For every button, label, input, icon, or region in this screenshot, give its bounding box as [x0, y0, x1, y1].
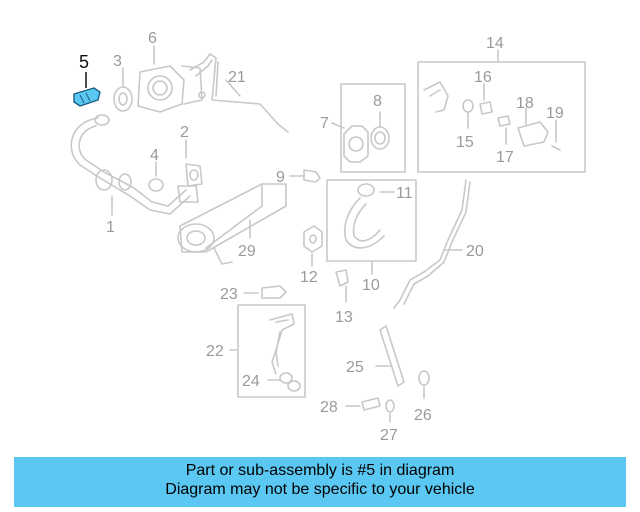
callout-11: 11 [396, 185, 413, 202]
callout-22: 22 [206, 343, 224, 360]
part-7-housing [331, 122, 369, 163]
callout-1: 1 [106, 219, 115, 236]
part-24-washers [267, 372, 301, 392]
callout-7: 7 [320, 115, 329, 132]
part-21-tube [189, 53, 289, 133]
callout-2: 2 [180, 124, 189, 141]
callout-5: 5 [79, 52, 89, 72]
callout-29: 29 [238, 243, 256, 260]
part-27-washer [385, 399, 395, 423]
callout-19: 19 [546, 105, 564, 122]
callout-10: 10 [362, 277, 380, 294]
part-20-tube [393, 179, 471, 309]
part-6-egr-valve [137, 45, 203, 113]
part-29-egr-cooler [177, 183, 287, 265]
caption-bar: Part or sub-assembly is #5 in diagram Di… [14, 457, 626, 507]
callout-28: 28 [320, 399, 338, 416]
box-group-10 [326, 179, 417, 262]
callout-24: 24 [242, 373, 260, 390]
callout-6: 6 [148, 30, 157, 47]
callout-25: 25 [346, 359, 364, 376]
box-group-14 [417, 61, 586, 173]
part-23-gasket [243, 285, 287, 299]
callout-23: 23 [220, 286, 238, 303]
callout-8: 8 [373, 93, 382, 110]
callout-12: 12 [300, 269, 318, 286]
part-25-bracket [375, 325, 405, 387]
callout-14: 14 [486, 35, 504, 52]
callout-3: 3 [113, 53, 122, 70]
part-12-gasket [303, 225, 323, 267]
part-28-bolt [345, 397, 381, 411]
callout-13: 13 [335, 309, 353, 326]
callout-26: 26 [414, 407, 432, 424]
part-5-bolt-highlighted[interactable] [73, 72, 101, 107]
caption-line-2: Diagram may not be specific to your vehi… [165, 481, 475, 498]
callout-15: 15 [456, 134, 474, 151]
parts-diagram: 1 2 3 4 5 6 7 8 9 10 11 12 13 14 15 16 1… [70, 30, 586, 444]
part-10-hose [344, 197, 385, 275]
part-1-egr-pipe [70, 114, 199, 216]
callout-21: 21 [228, 69, 246, 86]
callout-16: 16 [474, 69, 492, 86]
callout-17: 17 [496, 149, 514, 166]
callout-18: 18 [516, 95, 534, 112]
part-3-gasket [113, 67, 133, 112]
callout-27: 27 [380, 427, 398, 444]
callout-4: 4 [150, 147, 159, 164]
part-9-bolt [289, 169, 321, 183]
part-11-cap [357, 183, 395, 197]
part-8-seal [370, 111, 390, 150]
box-group-7 [340, 83, 406, 173]
part-4-plug [148, 161, 164, 192]
callout-9: 9 [276, 169, 285, 186]
box-group-22 [237, 304, 306, 398]
part-13-fitting [335, 269, 349, 303]
callout-20: 20 [466, 243, 484, 260]
part-14-sensor-group [423, 49, 561, 151]
part-2-gasket [185, 139, 203, 187]
caption-line-1: Part or sub-assembly is #5 in diagram [185, 462, 455, 479]
part-26-oring [418, 370, 430, 399]
part-22-pipe [229, 313, 295, 375]
